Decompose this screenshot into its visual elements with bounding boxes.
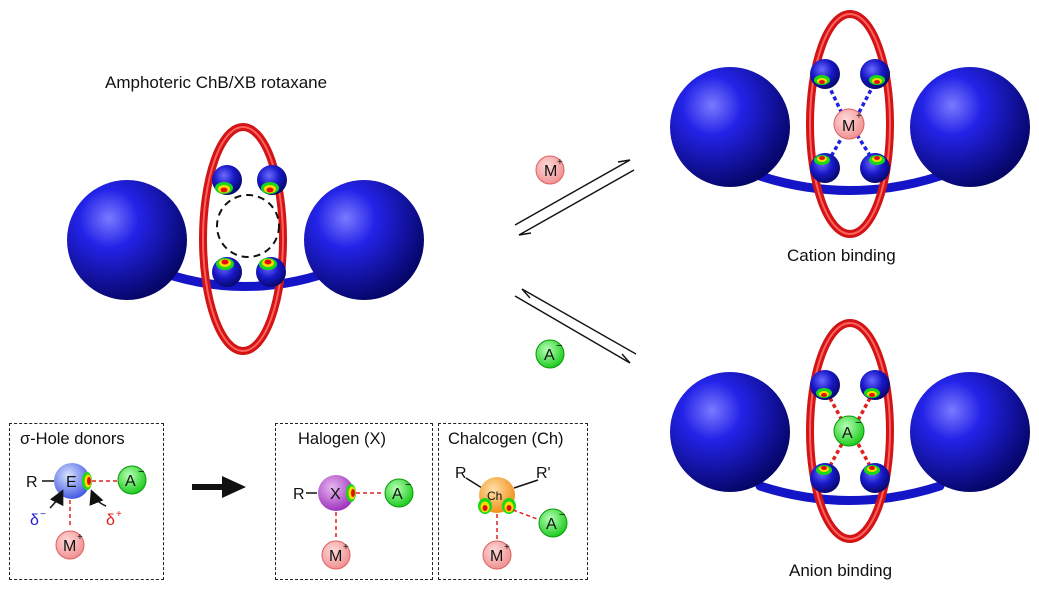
svg-text:+: + [856, 111, 862, 122]
svg-text:−: − [556, 340, 562, 352]
empty-cavity [216, 194, 280, 258]
svg-text:A: A [392, 486, 403, 503]
axle-rod [755, 481, 945, 505]
delta-minus-label: δ [30, 512, 39, 529]
donor-sphere [212, 257, 242, 287]
svg-text:R: R [455, 465, 467, 482]
halogen-box [275, 423, 433, 580]
donor-sphere [256, 257, 286, 287]
donor-sphere [860, 463, 890, 493]
axle-rod [755, 171, 945, 195]
svg-text:+: + [343, 542, 349, 553]
svg-text:+: + [77, 532, 83, 543]
svg-text:−: − [405, 479, 411, 491]
equilibrium-arrows-cation [514, 159, 635, 236]
svg-text:−: − [855, 417, 861, 429]
left-stopper-sphere [67, 180, 187, 300]
bound-anion: A − [833, 415, 865, 447]
svg-text:E: E [66, 474, 77, 491]
donor-sphere [810, 59, 840, 89]
transition-arrow [192, 476, 246, 498]
right-stopper-sphere [910, 372, 1030, 492]
donor-sphere [810, 370, 840, 400]
chalcogen-box [438, 423, 588, 580]
donor-sphere [860, 370, 890, 400]
sigma-hole-donors-title: σ-Hole donors [20, 430, 125, 448]
delta-plus-label: δ [106, 512, 115, 529]
svg-text:−: − [559, 509, 565, 521]
main-rotaxane-title: Amphoteric ChB/XB rotaxane [105, 73, 328, 92]
anion-reagent: A − [535, 339, 565, 369]
svg-text:M: M [63, 538, 76, 555]
left-stopper-sphere [670, 67, 790, 187]
donor-sphere [860, 153, 890, 183]
legend-anion [117, 465, 147, 495]
donor-sphere [810, 153, 840, 183]
svg-text:−: − [40, 509, 46, 520]
svg-text:A: A [842, 425, 853, 442]
svg-text:M: M [490, 548, 503, 565]
substituent-R-label: R [26, 474, 38, 491]
anion-binding-label: Anion binding [789, 561, 893, 580]
left-stopper-sphere [670, 372, 790, 492]
sigma-hole-donors-box [9, 423, 164, 580]
right-stopper-sphere [910, 67, 1030, 187]
svg-text:+: + [504, 542, 510, 553]
ring-highlight [202, 126, 284, 352]
donor-sphere [212, 165, 242, 195]
chalcogen-legend: R R' Ch A − M + [455, 465, 568, 570]
cation-binding-label: Cation binding [787, 246, 896, 265]
svg-text:A: A [546, 516, 557, 533]
svg-text:R: R [293, 486, 305, 503]
svg-text:M: M [329, 548, 342, 565]
svg-text:M: M [544, 163, 557, 180]
chalcogen-title: Chalcogen (Ch) [448, 430, 564, 448]
halogen-title: Halogen (X) [298, 430, 387, 448]
metal-cation-reagent: M + [535, 155, 565, 185]
svg-text:+: + [116, 509, 122, 520]
halogen-atom-X [318, 475, 354, 511]
cation-bound-rotaxane: M + [670, 10, 1030, 238]
anion-bound-rotaxane: A − [670, 319, 1030, 543]
svg-text:−: − [138, 466, 144, 478]
donor-sphere [810, 463, 840, 493]
svg-text:+: + [557, 157, 563, 168]
svg-text:X: X [330, 486, 341, 503]
halogen-legend: R X A − M + [293, 475, 414, 570]
donor-sphere [257, 165, 287, 195]
main-rotaxane [67, 123, 424, 355]
equilibrium-arrows-anion [514, 288, 637, 364]
svg-text:R': R' [536, 465, 551, 482]
bound-metal-cation: M + [833, 108, 865, 140]
right-stopper-sphere [304, 180, 424, 300]
legend-metal [55, 530, 85, 560]
svg-text:M: M [842, 118, 855, 135]
svg-text:A: A [125, 473, 136, 490]
sigma-hole-legend: R E A − M + δ − δ + [26, 463, 147, 560]
svg-text:Ch: Ch [487, 489, 502, 503]
donor-sphere [860, 59, 890, 89]
svg-text:A: A [544, 347, 555, 364]
